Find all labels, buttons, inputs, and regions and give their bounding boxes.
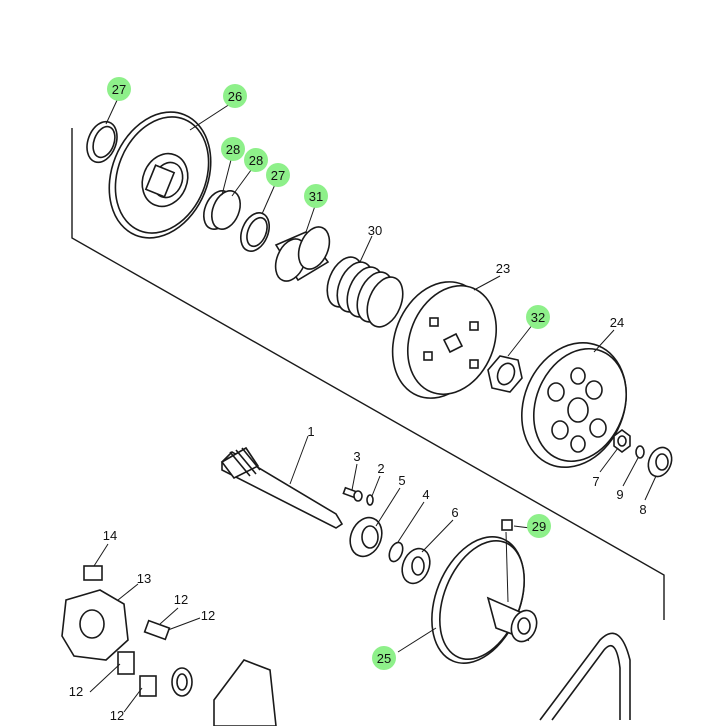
part-27-ring-second: [240, 212, 270, 252]
callout-13: 13: [137, 571, 151, 586]
svg-text:14: 14: [103, 528, 117, 543]
svg-text:27: 27: [112, 82, 126, 97]
svg-text:12: 12: [69, 684, 83, 699]
callout-26: 26: [223, 84, 247, 108]
callout-4: 4: [422, 487, 429, 502]
svg-text:4: 4: [422, 487, 429, 502]
callout-12-a: 12: [174, 592, 188, 607]
part-8-bearing: [647, 446, 673, 478]
callout-9: 9: [616, 487, 623, 502]
callout-14: 14: [103, 528, 117, 543]
svg-text:32: 32: [531, 310, 545, 325]
callout-2: 2: [377, 461, 384, 476]
svg-text:27: 27: [271, 168, 285, 183]
callout-12-c: 12: [69, 684, 83, 699]
part-14-clip: [83, 565, 103, 581]
svg-text:9: 9: [616, 487, 623, 502]
svg-text:25: 25: [377, 651, 391, 666]
svg-text:29: 29: [532, 519, 546, 534]
callout-12-b: 12: [201, 608, 215, 623]
callout-24: 24: [610, 315, 624, 330]
part-30-spring: [326, 256, 404, 328]
callout-29: 29: [527, 514, 551, 538]
part-1-shaft: [220, 446, 344, 529]
part-9-washer: [635, 445, 645, 459]
svg-text:3: 3: [353, 449, 360, 464]
part-6-bearing: [401, 547, 431, 585]
callout-27-mid: 27: [266, 163, 290, 187]
callout-31: 31: [304, 184, 328, 208]
callout-25: 25: [372, 646, 396, 670]
callout-3: 3: [353, 449, 360, 464]
part-28-ring: [203, 190, 241, 230]
callout-27-top: 27: [107, 77, 131, 101]
drive-belt: [539, 632, 631, 721]
svg-text:12: 12: [174, 592, 188, 607]
part-23-clutch-carrier: [391, 281, 498, 399]
part-25-sheave: [431, 536, 538, 664]
svg-text:5: 5: [398, 473, 405, 488]
part-7-nut: [613, 429, 631, 453]
part-5-bearing: [349, 516, 383, 558]
svg-text:7: 7: [592, 474, 599, 489]
callout-6: 6: [451, 505, 458, 520]
part-12-slider: [143, 619, 171, 641]
svg-text:1: 1: [307, 424, 314, 439]
svg-text:2: 2: [377, 461, 384, 476]
svg-text:31: 31: [309, 189, 323, 204]
svg-text:12: 12: [110, 708, 124, 723]
part-4-circlip: [388, 541, 404, 563]
svg-text:13: 13: [137, 571, 151, 586]
callouts: 27 26 28 28 27 31 30 23 32: [69, 77, 647, 723]
callout-23: 23: [496, 261, 510, 276]
part-2-washer: [366, 494, 374, 506]
part-32-nut: [487, 355, 523, 393]
svg-text:12: 12: [201, 608, 215, 623]
svg-text:6: 6: [451, 505, 458, 520]
svg-text:30: 30: [368, 223, 382, 238]
callout-30: 30: [368, 223, 382, 238]
svg-text:26: 26: [228, 89, 242, 104]
svg-text:28: 28: [226, 142, 240, 157]
part-24-clutch-housing: [521, 341, 628, 469]
part-12-roller: [117, 651, 157, 697]
part-31-collar: [274, 226, 331, 282]
callout-7: 7: [592, 474, 599, 489]
callout-8: 8: [639, 502, 646, 517]
svg-text:8: 8: [639, 502, 646, 517]
svg-text:28: 28: [249, 153, 263, 168]
part-26-sheave: [108, 111, 212, 239]
assembly-frame: [71, 128, 665, 620]
part-seal: [171, 667, 193, 697]
part-27-ring: [86, 120, 118, 164]
part-13-cam-plate: [61, 589, 129, 661]
callout-12-d: 12: [110, 708, 124, 723]
callout-28-right: 28: [244, 148, 268, 172]
callout-28-left: 28: [221, 137, 245, 161]
svg-text:24: 24: [610, 315, 624, 330]
callout-1: 1: [307, 424, 314, 439]
callout-32: 32: [526, 305, 550, 329]
part-movable-sheave: [213, 659, 277, 726]
part-29-pin: [501, 519, 513, 531]
callout-5: 5: [398, 473, 405, 488]
part-3-bolt: [342, 486, 363, 502]
svg-text:23: 23: [496, 261, 510, 276]
